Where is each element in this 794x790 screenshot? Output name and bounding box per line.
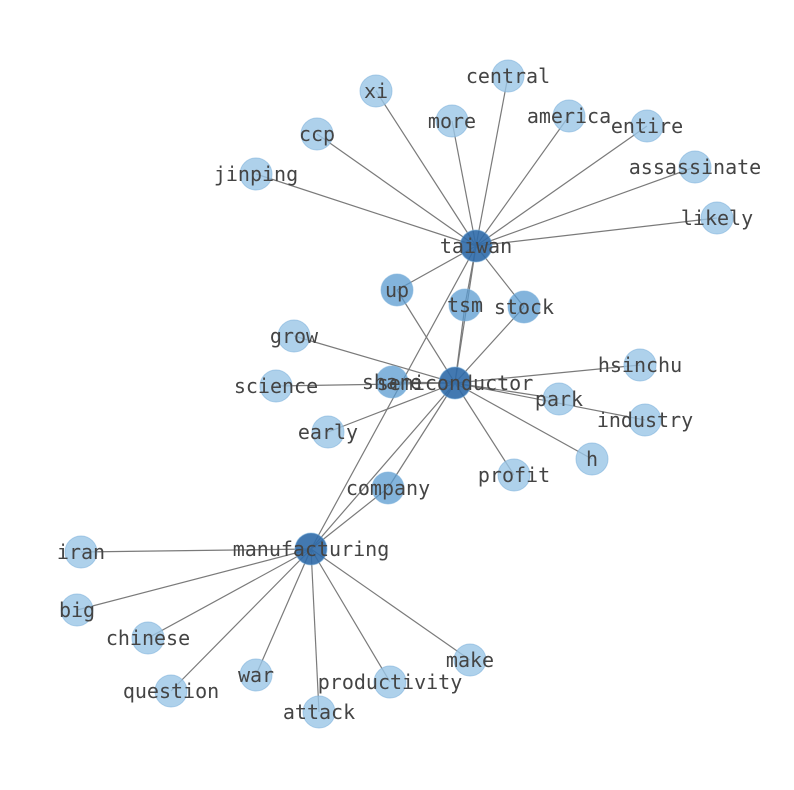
node-ccp [300, 117, 334, 151]
node-label-tsm: tsm [447, 293, 483, 317]
edge-manufacturing-question [170, 548, 312, 692]
node-label-question: question [123, 679, 219, 703]
edge-semiconductor-up [396, 289, 456, 384]
edge-taiwan-entire [475, 125, 648, 247]
node-central [491, 59, 525, 93]
edge-semiconductor-science [275, 382, 456, 387]
node-up [380, 273, 414, 307]
node-label-science: science [234, 374, 318, 398]
edge-taiwan-more [451, 120, 477, 247]
edge-manufacturing-attack [310, 548, 320, 713]
edge-semiconductor-grow [293, 335, 456, 384]
node-label-profit: profit [478, 463, 550, 487]
edge-manufacturing-productivity [310, 548, 391, 683]
node-question [154, 674, 188, 708]
node-more [435, 104, 469, 138]
node-make [453, 643, 487, 677]
node-chinese [131, 621, 165, 655]
node-label-america: america [527, 104, 611, 128]
node-label-xi: xi [364, 79, 388, 103]
node-label-iran: iran [57, 540, 105, 564]
node-war [239, 658, 273, 692]
node-label-grow: grow [270, 324, 319, 348]
node-grow [277, 319, 311, 353]
node-label-share: share [362, 370, 422, 394]
node-share [375, 365, 409, 399]
node-tsm [448, 288, 482, 322]
node-industry [628, 403, 662, 437]
node-label-manufacturing: manufacturing [233, 537, 390, 561]
node-park [542, 382, 576, 416]
edge-semiconductor-hsinchu [454, 364, 641, 384]
node-label-up: up [385, 278, 409, 302]
node-taiwan [459, 229, 493, 263]
node-xi [359, 74, 393, 108]
node-company [371, 471, 405, 505]
node-label-company: company [346, 476, 430, 500]
node-label-make: make [446, 648, 494, 672]
node-label-war: war [238, 663, 274, 687]
node-america [552, 99, 586, 133]
label-layer: taiwan semiconductor manufacturing share up t… [57, 64, 761, 724]
node-semiconductor [438, 366, 472, 400]
node-label-jinping: jinping [214, 162, 298, 186]
node-label-assassinate: assassinate [629, 155, 761, 179]
node-big [60, 593, 94, 627]
edge-semiconductor-manufacturing [310, 382, 456, 550]
node-label-attack: attack [283, 700, 355, 724]
node-label-stock: stock [494, 295, 554, 319]
node-label-likely: likely [681, 206, 753, 230]
node-label-h: h [586, 447, 598, 471]
edge-manufacturing-big [76, 548, 312, 611]
node-label-semiconductor: semiconductor [377, 371, 534, 395]
edge-manufacturing-chinese [147, 548, 312, 639]
edge-taiwan-ccp [316, 133, 477, 247]
edge-taiwan-jinping [255, 173, 477, 247]
node-label-central: central [466, 64, 550, 88]
edge-semiconductor-profit [454, 382, 515, 476]
edge-semiconductor-h [454, 382, 593, 460]
node-likely [700, 201, 734, 235]
node-label-hsinchu: hsinchu [598, 353, 682, 377]
edge-taiwan-assassinate [475, 166, 696, 247]
edge-semiconductor-stock [454, 306, 525, 384]
edge-taiwan-america [475, 115, 570, 247]
edge-taiwan-likely [475, 217, 718, 247]
node-stock [507, 290, 541, 324]
node-label-big: big [59, 598, 95, 622]
edge-taiwan-xi [375, 90, 477, 247]
edge-semiconductor-company [387, 382, 456, 489]
edge-manufacturing-war [255, 548, 312, 676]
node-attack [302, 695, 336, 729]
edge-semiconductor-early [327, 382, 456, 433]
node-h [575, 442, 609, 476]
node-label-taiwan: taiwan [440, 234, 512, 258]
node-iran [64, 535, 98, 569]
node-profit [497, 458, 531, 492]
node-science [259, 369, 293, 403]
edge-manufacturing-iran [80, 548, 312, 553]
node-label-productivity: productivity [318, 670, 463, 694]
node-label-park: park [535, 387, 583, 411]
node-jinping [239, 157, 273, 191]
edge-taiwan-central [475, 75, 509, 247]
node-label-ccp: ccp [299, 122, 335, 146]
node-manufacturing [294, 532, 328, 566]
node-layer [60, 59, 734, 729]
node-label-more: more [428, 109, 476, 133]
node-hsinchu [623, 348, 657, 382]
edge-semiconductor-park [454, 382, 560, 400]
node-assassinate [678, 150, 712, 184]
node-productivity [373, 665, 407, 699]
node-label-industry: industry [597, 408, 693, 432]
node-label-entire: entire [611, 114, 683, 138]
edge-manufacturing-make [310, 548, 471, 661]
node-label-early: early [298, 420, 358, 444]
node-entire [630, 109, 664, 143]
node-label-chinese: chinese [106, 626, 190, 650]
node-early [311, 415, 345, 449]
